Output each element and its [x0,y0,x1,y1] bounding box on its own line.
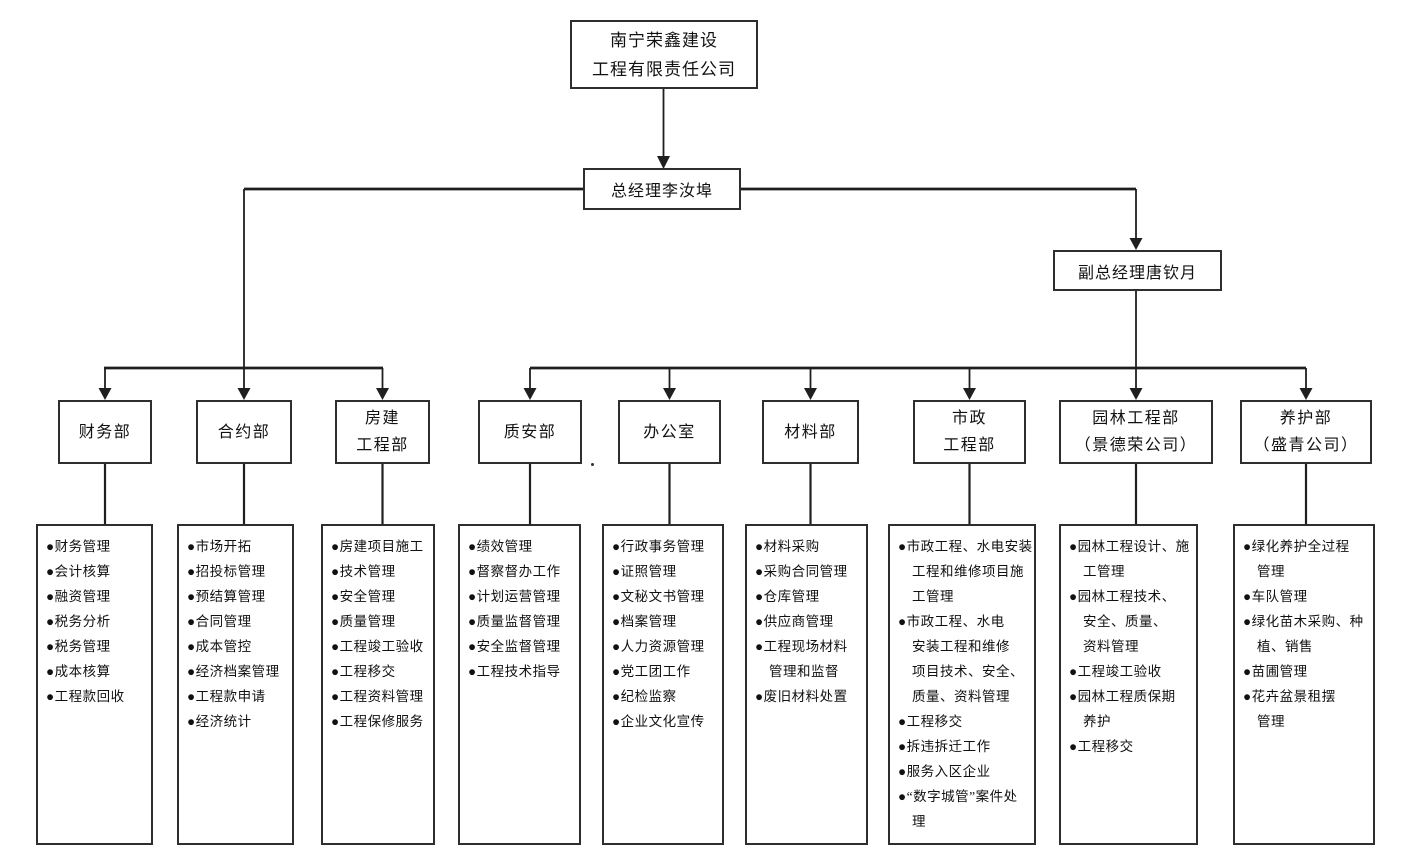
duty-item: 行政事务管理 [612,534,720,559]
duty-item: 税务管理 [46,634,149,659]
duty-item: 财务管理 [46,534,149,559]
dept-box: 养护部 （盛青公司） [1240,400,1372,464]
duty-item: 园林工程技术、 安全、质量、 资料管理 [1069,584,1194,659]
duty-item: 房建项目施工 [331,534,431,559]
duty-item: 供应商管理 [755,609,864,634]
dept-box: 财务部 [58,400,152,464]
dept-duties-box: 行政事务管理证照管理文秘文书管理档案管理人力资源管理党工团工作纪检监察企业文化宣… [602,524,724,845]
dept-duties-box: 市场开拓招投标管理预结算管理合同管理成本管控经济档案管理工程款申请经济统计 [177,524,294,845]
duty-item: 安全管理 [331,584,431,609]
duty-item: 税务分析 [46,609,149,634]
duty-item: 质量监督管理 [468,609,577,634]
dept-name: 房建 工程部 [356,410,409,454]
duty-item: 车队管理 [1243,584,1371,609]
duty-item: 工程竣工验收 [331,634,431,659]
dept-box: 办公室 [618,400,721,464]
duty-item: 采购合同管理 [755,559,864,584]
duty-item: 工程移交 [1069,734,1194,759]
duty-item: 苗圃管理 [1243,659,1371,684]
arrowheads [98,156,1313,400]
duty-item: 安全监督管理 [468,634,577,659]
dept-box: 质安部 [478,400,582,464]
dept-duties-box: 绿化养护全过程 管理车队管理绿化苗木采购、种 植、销售苗圃管理花卉盆景租摆 管理 [1233,524,1375,845]
duty-item: 纪检监察 [612,684,720,709]
duty-item: 工程竣工验收 [1069,659,1194,684]
company-name: 南宁荣鑫建设 工程有限责任公司 [592,30,736,79]
duty-item: 市政工程、水电 安装工程和维修 项目技术、安全、 质量、资料管理 [898,609,1032,709]
duty-item: 文秘文书管理 [612,584,720,609]
duty-item: 预结算管理 [187,584,290,609]
dept-name: 材料部 [784,423,837,441]
dept-box: 材料部 [762,400,859,464]
duty-item: 服务入区企业 [898,759,1032,784]
dept-name: 合约部 [217,423,271,441]
duty-item: 工程资料管理 [331,684,431,709]
duty-item: 仓库管理 [755,584,864,609]
dept-duties-box: 市政工程、水电安装 工程和维修项目施 工管理市政工程、水电 安装工程和维修 项目… [888,524,1036,845]
duty-item: 工程移交 [331,659,431,684]
duty-item: 人力资源管理 [612,634,720,659]
duty-item: 废旧材料处置 [755,684,864,709]
duty-item: 工程保修服务 [331,709,431,734]
duty-item: 工程款回收 [46,684,149,709]
dept-name: 财务部 [78,423,132,441]
duty-item: 党工团工作 [612,659,720,684]
duty-item: 质量管理 [331,609,431,634]
duty-item: 工程款申请 [187,684,290,709]
general-manager-label: 总经理李汝埠 [610,183,713,200]
duty-item: 会计核算 [46,559,149,584]
duty-item: 工程现场材料 管理和监督 [755,634,864,684]
dept-name: 办公室 [643,423,696,441]
duty-item: 企业文化宣传 [612,709,720,734]
duty-item: 市政工程、水电安装 工程和维修项目施 工管理 [898,534,1033,609]
stray-dot-mark [591,463,594,466]
duty-item: 计划运营管理 [468,584,577,609]
duty-item: 经济统计 [187,709,290,734]
dept-box: 房建 工程部 [335,400,430,464]
duty-item: 经济档案管理 [187,659,290,684]
duty-item: 技术管理 [331,559,431,584]
dept-name: 质安部 [503,423,557,441]
duty-item: “数字城管”案件处 理 [898,784,1032,834]
company-box: 南宁荣鑫建设 工程有限责任公司 [570,20,758,89]
duty-item: 绿化养护全过程 管理 [1243,534,1371,584]
duty-item: 档案管理 [612,609,720,634]
duty-item: 市场开拓 [187,534,290,559]
duty-item: 成本管控 [187,634,290,659]
dept-duties-box: 绩效管理督察督办工作计划运营管理质量监督管理安全监督管理工程技术指导 [458,524,581,845]
duty-item: 融资管理 [46,584,149,609]
duty-item: 园林工程质保期 养护 [1069,684,1194,734]
duty-item: 督察督办工作 [468,559,577,584]
dept-duties-box: 材料采购采购合同管理仓库管理供应商管理工程现场材料 管理和监督废旧材料处置 [745,524,868,845]
duty-item: 工程技术指导 [468,659,577,684]
duty-item: 证照管理 [612,559,720,584]
dept-box: 园林工程部 （景德荣公司） [1059,400,1213,464]
dept-box: 合约部 [196,400,292,464]
dept-name: 园林工程部 （景德荣公司） [1074,410,1198,454]
duty-item: 园林工程设计、施 工管理 [1069,534,1194,584]
dept-name: 养护部 （盛青公司） [1253,410,1359,454]
duty-item: 合同管理 [187,609,290,634]
general-manager-box: 总经理李汝埠 [583,168,741,210]
duty-item: 绿化苗木采购、种 植、销售 [1243,609,1371,659]
dept-duties-box: 房建项目施工技术管理安全管理质量管理工程竣工验收工程移交工程资料管理工程保修服务 [321,524,435,845]
duty-item: 材料采购 [755,534,864,559]
duty-item: 拆违拆迁工作 [898,734,1032,759]
dept-box: 市政 工程部 [913,400,1026,464]
deputy-general-manager-box: 副总经理唐钦月 [1053,250,1222,291]
dept-name: 市政 工程部 [943,410,996,454]
deputy-general-manager-label: 副总经理唐钦月 [1077,264,1197,282]
duty-item: 工程移交 [898,709,1032,734]
dept-duties-box: 园林工程设计、施 工管理园林工程技术、 安全、质量、 资料管理工程竣工验收园林工… [1059,524,1198,845]
duty-item: 绩效管理 [468,534,577,559]
dept-duties-box: 财务管理会计核算融资管理税务分析税务管理成本核算工程款回收 [36,524,153,845]
duty-item: 成本核算 [46,659,149,684]
duty-item: 花卉盆景租摆 管理 [1243,684,1371,734]
duty-item: 招投标管理 [187,559,290,584]
